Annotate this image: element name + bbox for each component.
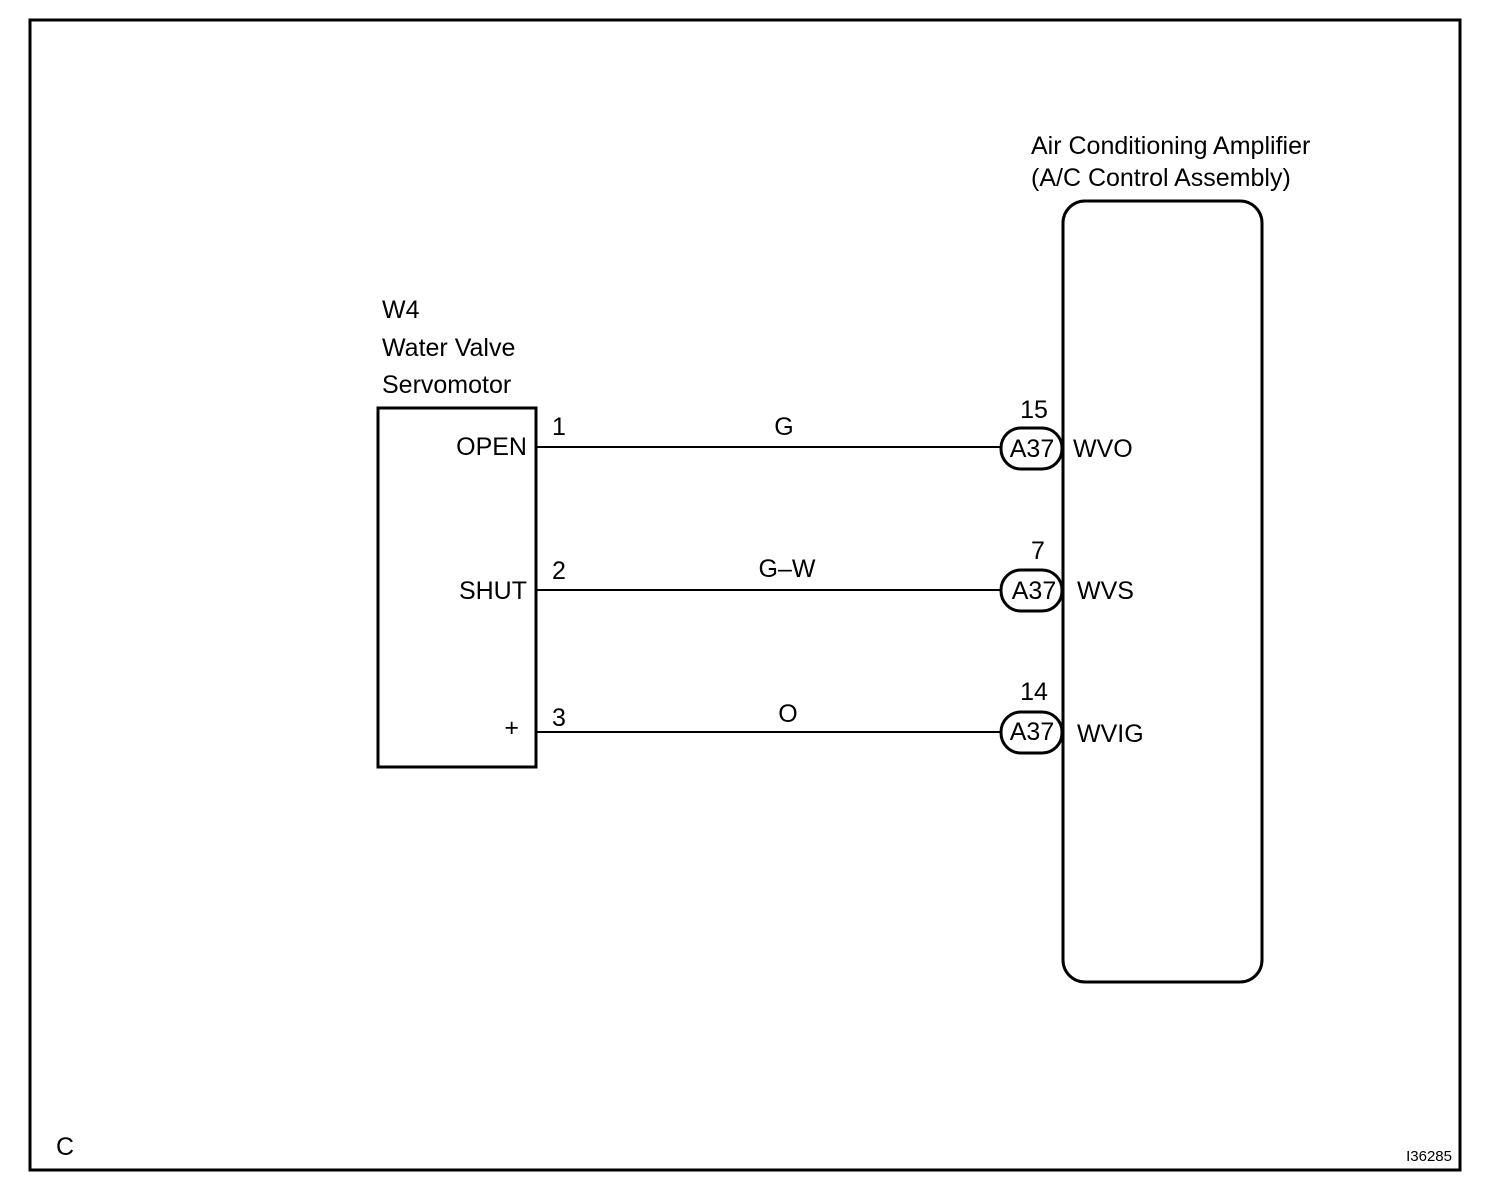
servomotor-code: W4 bbox=[382, 296, 420, 324]
connector-badge bbox=[999, 426, 1064, 471]
amplifier-terminal-label: WVS bbox=[1077, 577, 1134, 605]
figure-id: I36285 bbox=[1406, 1148, 1452, 1165]
servomotor-name-line2: Servomotor bbox=[382, 371, 511, 399]
servomotor-terminal-label: SHUT bbox=[459, 577, 527, 605]
connector-badge bbox=[999, 710, 1064, 755]
wire-row-shut: SHUT 2 G–W 7 A37 WVS bbox=[459, 537, 1134, 613]
connector-code: A37 bbox=[1010, 435, 1054, 463]
wire-color-code: O bbox=[778, 700, 797, 728]
servomotor-pin-number: 2 bbox=[552, 557, 566, 585]
servomotor-name-line1: Water Valve bbox=[382, 334, 515, 362]
amplifier-terminal-label: WVIG bbox=[1077, 720, 1144, 748]
diagram-frame bbox=[28, 18, 1462, 1172]
servomotor-terminal-label: + bbox=[504, 714, 519, 742]
amplifier-terminal-label: WVO bbox=[1073, 435, 1133, 463]
amplifier-title-line1: Air Conditioning Amplifier bbox=[1031, 132, 1310, 160]
wire-color-code: G–W bbox=[759, 555, 816, 583]
amplifier-pin-number: 14 bbox=[1020, 678, 1048, 706]
connector-code: A37 bbox=[1010, 718, 1054, 746]
amplifier-title-line2: (A/C Control Assembly) bbox=[1031, 164, 1291, 192]
amplifier-pin-number: 7 bbox=[1031, 537, 1045, 565]
corner-mark: C bbox=[56, 1133, 74, 1161]
amplifier-pin-number: 15 bbox=[1020, 396, 1048, 424]
wire-color-code: G bbox=[774, 413, 793, 441]
connector-code: A37 bbox=[1012, 577, 1056, 605]
servomotor-terminal-label: OPEN bbox=[456, 433, 527, 461]
servomotor-box bbox=[376, 406, 538, 769]
connector-badge bbox=[999, 568, 1064, 613]
wire-row-open: OPEN 1 G 15 A37 WVO bbox=[456, 396, 1133, 471]
servomotor-pin-number: 3 bbox=[552, 704, 566, 732]
wire-row-plus: + 3 O 14 A37 WVIG bbox=[504, 678, 1144, 755]
servomotor-pin-number: 1 bbox=[552, 413, 566, 441]
